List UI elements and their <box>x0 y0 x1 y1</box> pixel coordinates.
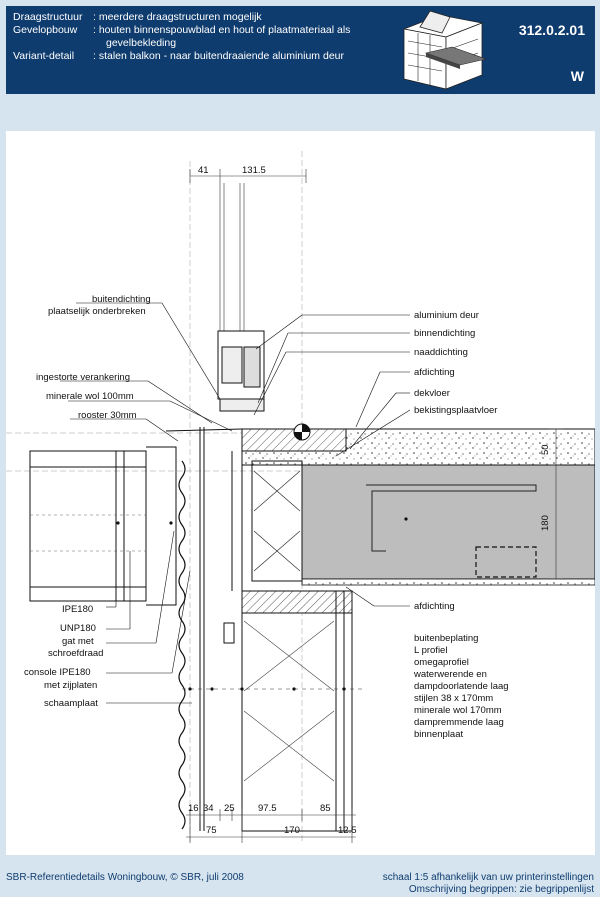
detail-code: 312.0.2.01 <box>518 22 585 38</box>
label-ingestorte-verankering: ingestorte verankering <box>36 372 130 383</box>
dim-bottom-97-5: 97.5 <box>258 803 277 814</box>
dim-bottom-170: 170 <box>284 825 300 836</box>
header-value: : stalen balkon - naar buitendraaiende a… <box>93 50 344 62</box>
label-dekvloer: dekvloer <box>414 388 450 399</box>
legend-dampdoorlatende-laag: dampdoorlatende laag <box>414 681 509 692</box>
drawing-sheet: 41 131.5 <box>6 131 595 855</box>
label-ipe180: IPE180 <box>62 604 93 615</box>
header-value: : houten binnenspouwblad en hout of plaa… <box>93 24 351 36</box>
label-afdichting-top: afdichting <box>414 367 455 378</box>
label-aluminium-deur: aluminium deur <box>414 310 479 321</box>
building-thumbnail-icon <box>402 10 488 90</box>
dim-bottom-16: 16 <box>188 803 199 814</box>
header-row-gevelopbouw: Gevelopbouw : houten binnenspouwblad en h… <box>13 24 350 36</box>
header-label: Gevelopbouw <box>13 24 78 36</box>
dim-bottom-75: 75 <box>206 825 217 836</box>
header-label: Variant-detail <box>13 50 75 62</box>
header-label: Draagstructuur <box>13 11 83 23</box>
label-gat-met: gat met <box>62 636 94 647</box>
label-met-zijplaten: met zijplaten <box>44 680 97 691</box>
legend-waterwerende-en: waterwerende en <box>413 669 487 680</box>
footer-copyright: SBR-Referentiedetails Woningbouw, © SBR,… <box>6 872 244 883</box>
dim-bottom-12-5: 12.5 <box>338 825 357 836</box>
dim-right-180: 180 <box>540 515 551 531</box>
section-drawing: 41 131.5 <box>6 151 595 843</box>
dim-top-41: 41 <box>198 165 209 176</box>
dim-bottom-85: 85 <box>320 803 331 814</box>
legend-minerale-wol-170mm: minerale wol 170mm <box>414 705 502 716</box>
label-binnendichting: binnendichting <box>414 328 475 339</box>
header-row-continued: gevelbekleding <box>13 37 176 49</box>
variant-letter: W <box>570 68 584 84</box>
dim-bottom-34: 34 <box>203 803 214 814</box>
footer-scale-note: schaal 1:5 afhankelijk van uw printerins… <box>382 872 594 883</box>
header-row-variant: Variant-detail : stalen balkon - naar bui… <box>13 50 344 62</box>
label-unp180: UNP180 <box>60 623 96 634</box>
legend-dampremmende-laag: dampremmende laag <box>414 717 504 728</box>
header-value: gevelbekleding <box>106 37 177 49</box>
footer-notes: schaal 1:5 afhankelijk van uw printerins… <box>383 872 594 896</box>
legend-stijlen: stijlen 38 x 170mm <box>414 693 493 704</box>
label-console-ipe180: console IPE180 <box>24 667 91 678</box>
label-afdichting-bottom: afdichting <box>414 601 455 612</box>
label-rooster-30mm: rooster 30mm <box>78 410 137 421</box>
dim-right-50: 50 <box>540 444 551 455</box>
footer-glossary-note: Omschrijving begrippen: zie begrippenlij… <box>408 884 594 895</box>
legend-l-profiel: L profiel <box>414 645 447 656</box>
legend-binnenplaat: binnenplaat <box>414 729 463 740</box>
label-naaddichting: naaddichting <box>414 347 468 358</box>
label-schroefdraad: schroefdraad <box>48 648 103 659</box>
title-block: Draagstructuur : meerdere draagstructuren… <box>6 6 595 94</box>
label-plaatselijk-onderbreken: plaatselijk onderbreken <box>48 306 146 317</box>
dim-top-131-5: 131.5 <box>242 165 266 176</box>
label-schaamplaat: schaamplaat <box>44 698 98 709</box>
label-minerale-wol-100mm: minerale wol 100mm <box>46 391 134 402</box>
legend-buitenbeplating: buitenbeplating <box>414 633 478 644</box>
header-value: : meerdere draagstructuren mogelijk <box>93 11 262 23</box>
dim-bottom-25: 25 <box>224 803 235 814</box>
label-buitendichting: buitendichting <box>92 294 151 305</box>
header-row-draagstructuur: Draagstructuur : meerdere draagstructuren… <box>13 11 262 23</box>
legend-omegaprofiel: omegaprofiel <box>414 657 469 668</box>
label-bekistingsplaatvloer: bekistingsplaatvloer <box>414 405 497 416</box>
